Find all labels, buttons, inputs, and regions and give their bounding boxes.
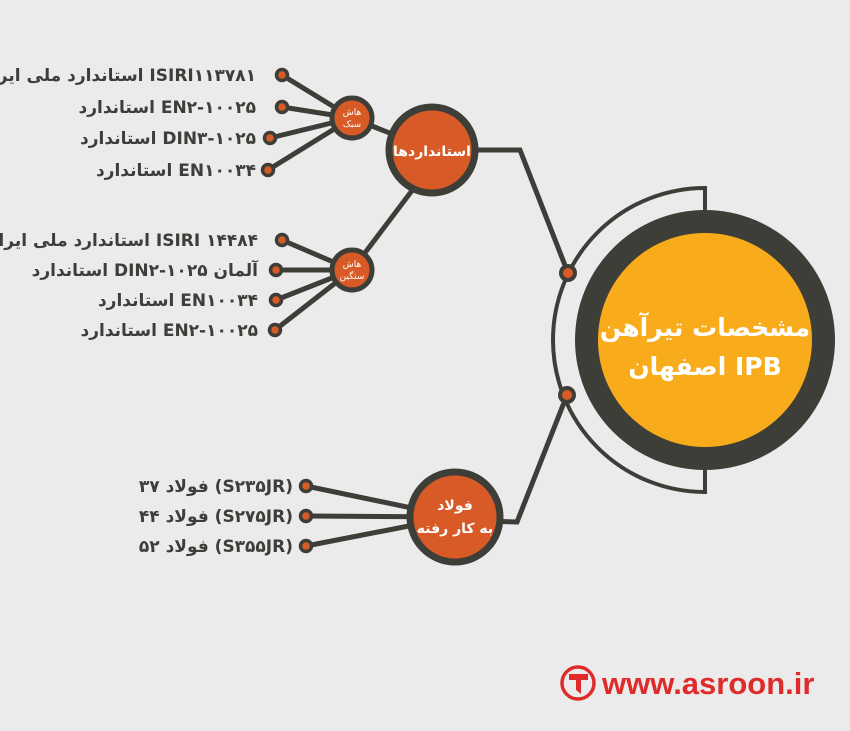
standards-node bbox=[385, 103, 479, 197]
leaf-dot bbox=[298, 508, 314, 524]
heavy-hash-item: استاندارد EN۱۰۰۳۴ bbox=[98, 291, 258, 311]
heavy-hash-item: استاندارد EN۲-۱۰۰۲۵ bbox=[81, 321, 259, 341]
light-hash-item: استاندارد ملی ایران ISIRI۱۱۳۷۸۱ bbox=[0, 66, 256, 86]
steel-item: فولاد ۴۴ (S۲۷۵JR) bbox=[139, 507, 293, 527]
leaf-dot bbox=[268, 262, 284, 278]
heavy-hash-label-1: هاش bbox=[343, 260, 362, 270]
leaf-dot bbox=[274, 99, 290, 115]
light-hash-label-2: سبک bbox=[343, 120, 361, 130]
website-link[interactable]: www.asroon.ir bbox=[601, 666, 814, 701]
leaf-dot bbox=[267, 322, 283, 338]
steel-item: فولاد ۵۲ (S۳۵۵JR) bbox=[139, 537, 293, 557]
center-title-line2: IPB اصفهان bbox=[628, 352, 781, 382]
light-hash-item: استاندارد DIN۳-۱۰۲۵ bbox=[80, 129, 256, 149]
heavy-hash-item: استاندارد ملی ایران ISIRI ۱۴۴۸۴ bbox=[0, 231, 258, 251]
arc-dot-top bbox=[559, 264, 577, 282]
heavy-hash-label-2: سنگین bbox=[340, 270, 365, 282]
heavy-hash-item: استاندارد DIN۲-۱۰۲۵ آلمان bbox=[32, 259, 260, 281]
light-hash-links bbox=[265, 72, 355, 173]
leaf-dot bbox=[274, 232, 290, 248]
center-circle bbox=[598, 233, 812, 447]
arc-dot-bottom bbox=[558, 386, 576, 404]
heavy-hash-node bbox=[329, 247, 375, 293]
light-hash-label-1: هاش bbox=[343, 108, 362, 118]
heavy-hash-links bbox=[272, 237, 355, 333]
standards-node-label: استانداردها bbox=[393, 144, 471, 160]
light-hash-item: استاندارد EN۲-۱۰۰۲۵ bbox=[79, 98, 257, 118]
steel-node-label-2: به کار رفته bbox=[417, 521, 493, 537]
leaf-dot bbox=[262, 130, 278, 146]
center-arc bbox=[551, 185, 707, 495]
center-title-line1: مشخصات تیرآهن bbox=[600, 312, 810, 343]
steel-node-label-1: فولاد bbox=[437, 498, 473, 514]
leaf-dot bbox=[298, 538, 314, 554]
leaf-dot bbox=[298, 478, 314, 494]
steel-node bbox=[406, 468, 504, 566]
steel-item: فولاد ۳۷ (S۲۳۵JR) bbox=[139, 477, 293, 497]
light-hash-node bbox=[329, 95, 375, 141]
leaf-dot bbox=[274, 67, 290, 83]
asroon-t-logo-icon bbox=[560, 665, 596, 701]
leaf-dot bbox=[260, 162, 276, 178]
leaf-dot bbox=[268, 292, 284, 308]
light-hash-item: استاندارد EN۱۰۰۳۴ bbox=[96, 161, 256, 181]
